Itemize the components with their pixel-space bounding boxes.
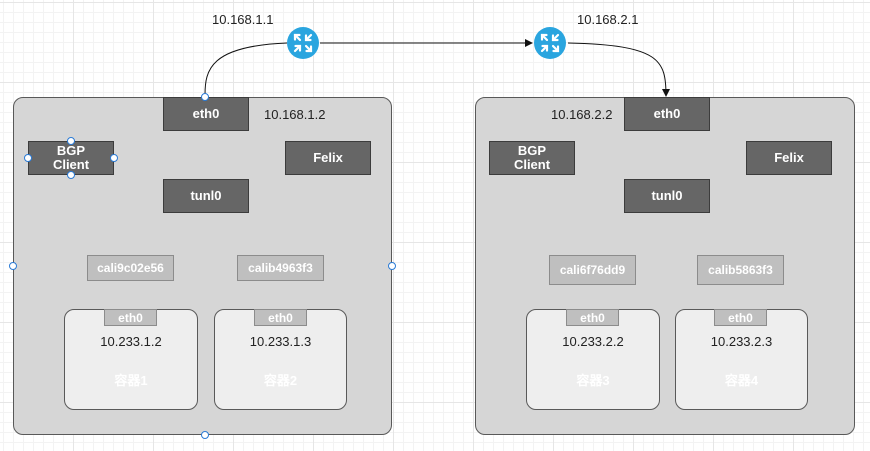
host-1-ip: 10.168.1.2	[264, 107, 326, 122]
host-2-veth-1[interactable]: cali6f76dd9	[549, 255, 636, 285]
host-1-bgp-client[interactable]: BGP Client	[28, 141, 114, 175]
host-2-ip: 10.168.2.2	[551, 107, 613, 122]
container-2-eth0[interactable]: eth0	[254, 309, 307, 326]
selection-handle-bottom[interactable]	[201, 431, 209, 439]
container-1-name: 容器1	[114, 373, 148, 388]
host-1-tunl0[interactable]: tunl0	[163, 179, 249, 213]
container-3-eth0[interactable]: eth0	[566, 309, 619, 326]
container-1-ip: 10.233.1.2	[100, 334, 162, 349]
bgp-handle-left[interactable]	[24, 154, 32, 162]
router-1[interactable]	[286, 26, 320, 65]
container-4-eth0[interactable]: eth0	[714, 309, 767, 326]
link-router2-eth0	[567, 42, 670, 97]
selection-handle-left[interactable]	[9, 262, 17, 270]
router-icon	[534, 27, 566, 59]
host-1-eth0[interactable]: eth0	[163, 97, 249, 131]
host-2-eth0[interactable]: eth0	[624, 97, 710, 131]
bgp-handle-bottom[interactable]	[67, 171, 75, 179]
container-1-eth0[interactable]: eth0	[104, 309, 157, 326]
router-1-ip: 10.168.1.1	[212, 12, 274, 27]
host-2-veth-2[interactable]: calib5863f3	[697, 255, 784, 285]
selection-handle-right[interactable]	[388, 262, 396, 270]
container-2-name: 容器2	[263, 373, 298, 388]
container-4-ip: 10.233.2.3	[710, 334, 773, 349]
bgp-handle-right[interactable]	[110, 154, 118, 162]
host-2-bgp-client[interactable]: BGP Client	[489, 141, 575, 175]
bgp-handle-top[interactable]	[67, 137, 75, 145]
host-1-veth-1[interactable]: cali9c02e56	[87, 255, 174, 281]
router-icon	[287, 27, 319, 59]
host-2-tunl0[interactable]: tunl0	[624, 179, 710, 213]
selection-handle-top[interactable]	[201, 93, 209, 101]
router-2-ip: 10.168.2.1	[577, 12, 639, 27]
host-2-felix[interactable]: Felix	[746, 141, 832, 175]
host-1-felix[interactable]: Felix	[285, 141, 371, 175]
container-2-ip: 10.233.1.3	[249, 334, 312, 349]
host-1-veth-2[interactable]: calib4963f3	[237, 255, 324, 281]
link-eth0-router1	[204, 42, 288, 96]
container-4-name: 容器4	[724, 373, 759, 388]
container-3-ip: 10.233.2.2	[562, 334, 624, 349]
container-3-name: 容器3	[576, 373, 610, 388]
router-2[interactable]	[533, 26, 567, 65]
